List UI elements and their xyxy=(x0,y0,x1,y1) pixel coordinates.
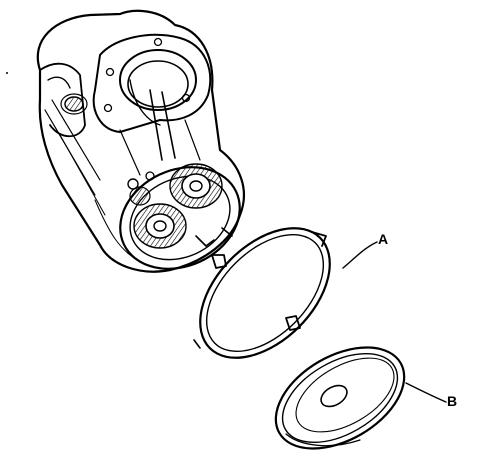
leader-line-b xyxy=(405,382,447,403)
housing xyxy=(36,9,245,273)
callout-label-b: B xyxy=(447,393,458,409)
driven-gear xyxy=(133,203,187,249)
threaded-port xyxy=(60,93,88,115)
part-a-retaining-ring xyxy=(193,227,331,359)
drive-gear xyxy=(169,163,223,209)
bolt-hole xyxy=(105,67,115,77)
part-b-end-cover xyxy=(274,346,406,450)
gear-cavity xyxy=(119,163,241,270)
bolt-hole xyxy=(103,103,113,113)
bolt-hole xyxy=(153,37,163,47)
mounting-flange xyxy=(92,33,212,133)
speck xyxy=(6,72,8,74)
leader-line-a xyxy=(342,241,378,269)
bolt-hole xyxy=(181,93,191,103)
callout-label-a: A xyxy=(378,231,389,247)
